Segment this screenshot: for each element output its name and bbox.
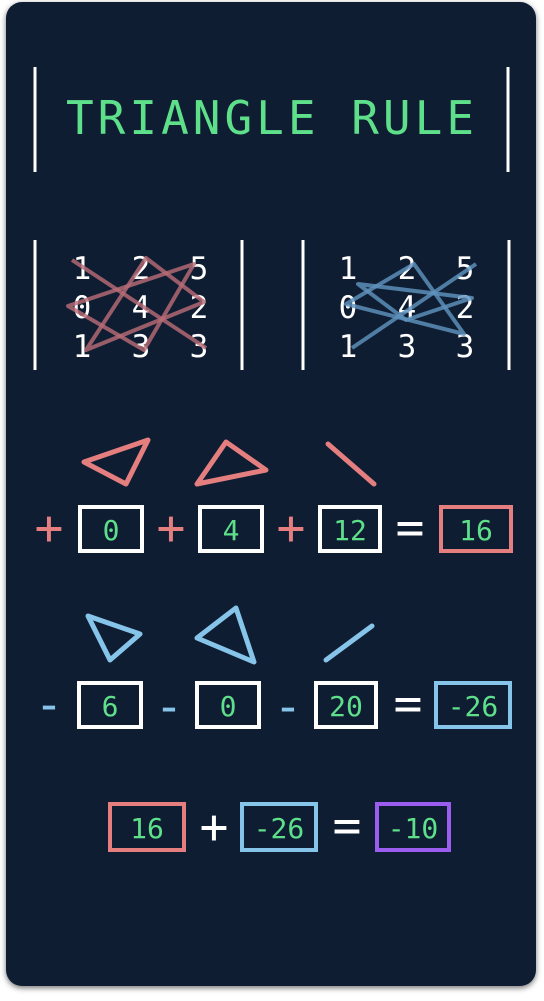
matrix-cell: 3 [398,329,417,365]
negative-diagonals-overlay [344,262,478,350]
term-box [78,505,144,553]
term-box [314,681,378,729]
term-box [77,681,143,729]
triangle-overlay [344,262,466,336]
matrix-cell: 5 [190,251,209,287]
final-positive-box [108,802,186,852]
equals-sign: = [396,500,425,556]
canvas: TRIANGLE RULE 1 2 5 0 4 2 1 3 3 1 2 5 [33,67,513,855]
final-result-box [375,802,451,852]
matrix-right: 1 2 5 0 4 2 1 3 3 [301,240,511,370]
main-diagonal-line [70,258,208,350]
positive-result-value: 16 [459,514,493,547]
final-sum-row: 16 + -26 = -10 [108,798,451,855]
final-negative-value: -26 [254,812,305,845]
triangle-overlay [84,256,206,352]
negative-result-value: -26 [448,690,499,723]
negative-sum-row: - 6 - 0 - 20 = -26 [35,676,512,735]
minus-sign: - [35,677,64,733]
term-value: 12 [333,514,367,547]
term-value: 20 [329,690,363,723]
final-positive-value: 16 [130,812,164,845]
minus-sign: - [274,679,303,735]
matrix-cell: 4 [132,290,151,326]
matrix-cell: 1 [73,329,92,365]
term-box [195,681,261,729]
plus-sign: + [200,799,229,855]
title-bracket: TRIANGLE RULE [33,67,510,172]
matrix-cell: 5 [456,251,475,287]
positive-diagonals-overlay [66,256,208,352]
minus-sign: - [155,679,184,735]
matrix-left: 1 2 5 0 4 2 1 3 3 [33,240,244,370]
term-value: 0 [220,690,237,723]
triangle-overlay [356,282,474,322]
matrix-cell: 2 [190,290,209,326]
positive-result-box [439,505,513,553]
term-box [318,505,382,553]
matrix-cell: 1 [339,251,358,287]
matrix-cell: 1 [73,251,92,287]
triangle-left-icon [81,437,151,487]
negative-result-box [434,681,512,729]
term-value: 4 [223,514,240,547]
final-result-value: -10 [388,812,439,845]
diagonal-line-down-icon [325,441,377,487]
anti-diagonal-line [350,262,478,350]
equals-sign: = [333,798,362,854]
term-value: 0 [103,514,120,547]
term-box [198,505,264,553]
triangle-down-icon [85,613,143,663]
final-negative-box [240,802,318,852]
plus-sign: + [277,500,306,556]
triangle-right-icon [194,439,269,487]
matrix-cell: 3 [456,329,475,365]
matrix-cell: 1 [339,329,358,365]
plus-sign: + [157,500,186,556]
app-card: TRIANGLE RULE 1 2 5 0 4 2 1 3 3 1 2 5 [6,2,536,986]
term-value: 6 [102,690,119,723]
equals-sign: = [394,676,423,732]
matrix-cell: 0 [73,290,92,326]
diagonal-line-up-icon [323,623,375,663]
triangle-up-icon [194,605,257,665]
triangle-overlay [66,262,196,352]
positive-sum-row: + 0 + 4 + 12 = 16 [35,500,513,556]
plus-sign: + [35,500,64,556]
page-title: TRIANGLE RULE [66,91,478,145]
